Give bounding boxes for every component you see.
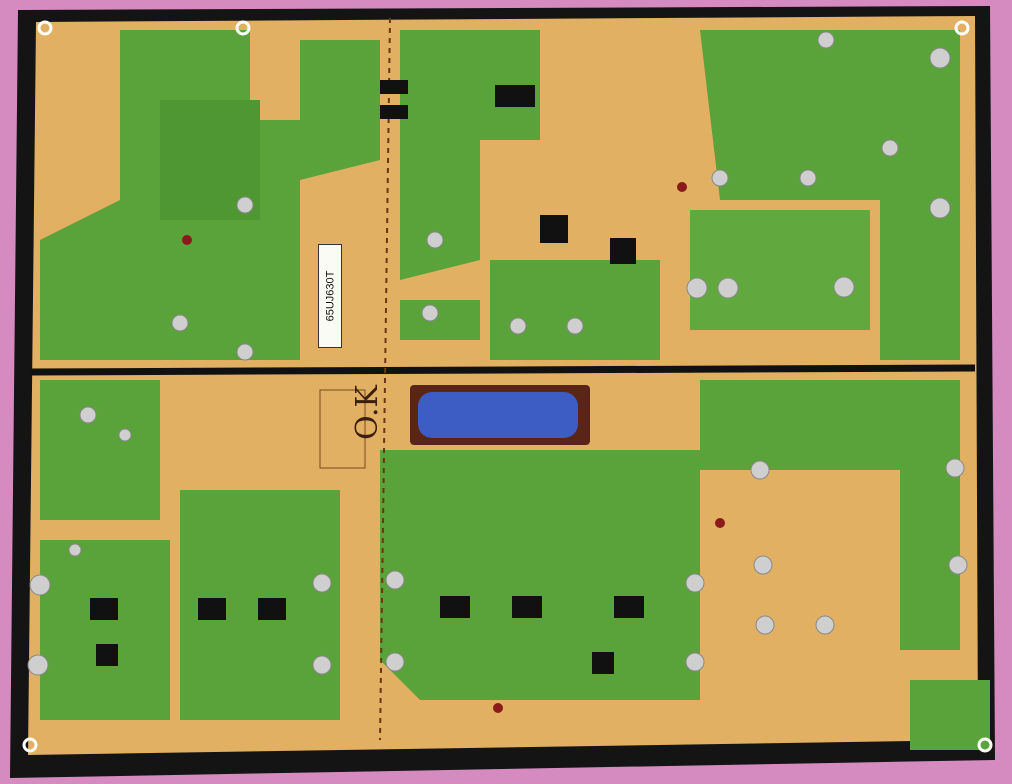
model-label-text: 65UJ630T: [324, 270, 337, 322]
copper-traces: [40, 30, 990, 750]
handwritten-ok-mark: O.K: [349, 385, 385, 440]
model-label-sticker: 65UJ630T: [318, 244, 342, 348]
solder-pads: [27, 31, 968, 676]
capacitor: [418, 392, 578, 438]
cut-line: [29, 364, 976, 376]
chips: [90, 80, 644, 674]
